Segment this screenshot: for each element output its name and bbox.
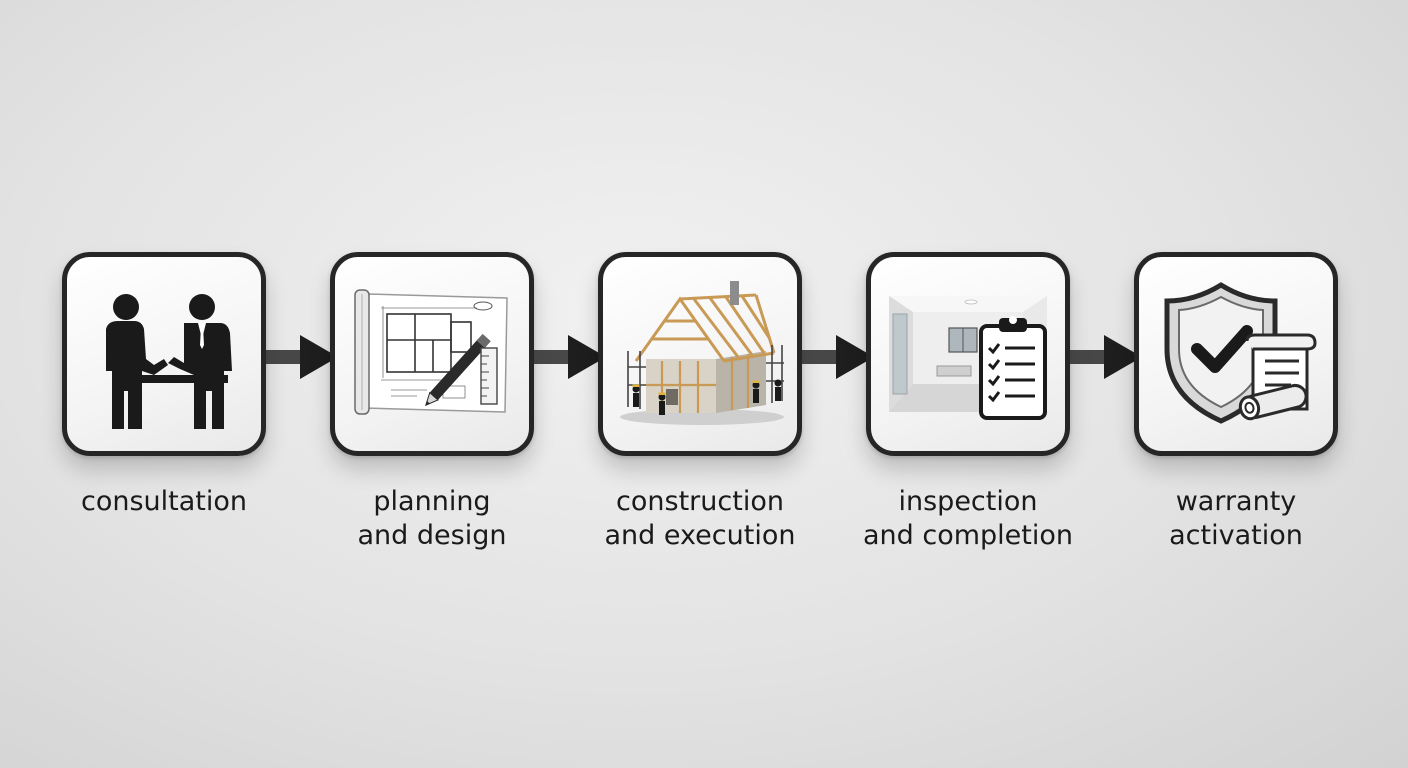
arrow-right-icon	[266, 335, 338, 379]
label-line: and completion	[862, 520, 1073, 551]
step-inspection-and-completion: inspection and completion	[863, 252, 1078, 551]
house-construction-icon	[620, 281, 784, 425]
arrow-right-icon	[802, 335, 874, 379]
step-tile	[62, 252, 266, 456]
label-line: warranty	[1175, 486, 1297, 517]
label-line: consultation	[80, 486, 247, 517]
label-line: construction	[616, 486, 784, 517]
step-label: inspection and completion	[826, 485, 1110, 553]
arrow-right-icon	[534, 335, 606, 379]
label-line: and design	[357, 520, 507, 551]
label-line: inspection	[898, 486, 1038, 517]
arrow-right-icon	[1070, 335, 1142, 379]
inspection-checklist-icon	[889, 296, 1047, 420]
step-construction-and-execution: construction and execution	[598, 252, 810, 551]
step-tile	[598, 252, 802, 456]
step-warranty-activation: warranty activation	[1134, 252, 1346, 551]
step-label: warranty activation	[1094, 485, 1378, 553]
step-consultation: consultation	[62, 252, 274, 517]
label-line: and execution	[604, 520, 796, 551]
label-line: planning	[373, 486, 491, 517]
step-label: consultation	[22, 485, 306, 519]
blueprint-icon	[354, 289, 508, 415]
step-tile	[866, 252, 1070, 456]
warranty-shield-icon	[1164, 282, 1317, 424]
step-planning-and-design: planning and design	[330, 252, 542, 551]
step-tile	[330, 252, 534, 456]
handshake-icon	[106, 294, 232, 429]
label-line: activation	[1169, 520, 1303, 551]
step-label: construction and execution	[558, 485, 842, 553]
step-label: planning and design	[290, 485, 574, 553]
step-tile	[1134, 252, 1338, 456]
